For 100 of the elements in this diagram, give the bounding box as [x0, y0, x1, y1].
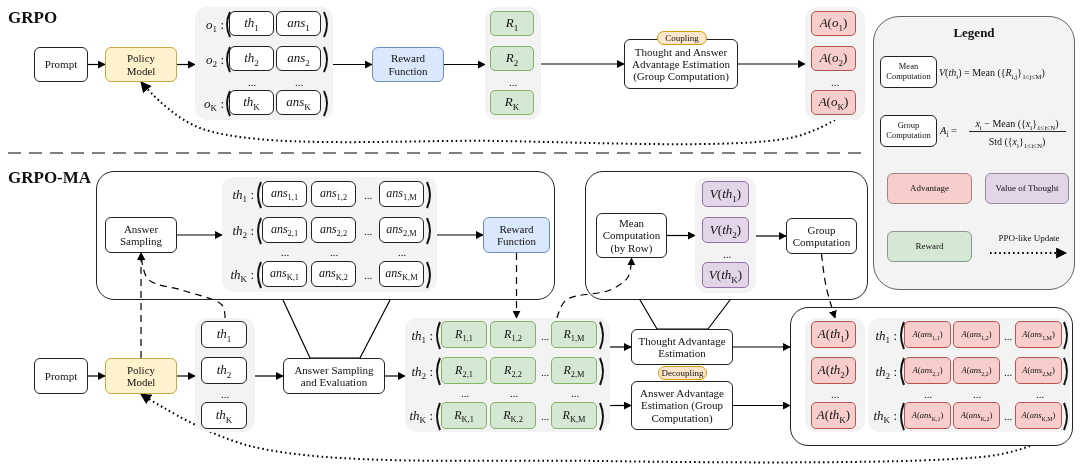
dashed-arrow [137, 252, 145, 359]
process-box: ans$_{K,M}$ [379, 261, 424, 287]
model-box: Policy Model [105, 47, 177, 82]
ellipsis: ... [220, 387, 230, 401]
process-box: Answer Advantage Estimation (Group Computation) [631, 381, 733, 430]
arrow [436, 231, 484, 239]
process-box: ans$_{1}$ [276, 11, 321, 36]
process-box: ans$_{1,1}$ [262, 181, 307, 207]
process-box: Answer Sampling and Evaluation [283, 358, 385, 394]
process-box: th$_{2}$ [229, 46, 274, 71]
row-label: th$_{K}$ : [873, 408, 897, 424]
process-box: th$_{2}$ [201, 357, 247, 384]
row-label: th$_{1}$ : [232, 187, 254, 203]
advantage-box: A(th$_{K}$) [811, 402, 856, 429]
value-box: V(th$_{1}$) [702, 181, 749, 207]
ellipsis: ... [570, 386, 580, 400]
ellipsis: ... [1035, 387, 1045, 401]
ellipsis: ... [830, 387, 840, 401]
reward-box: R$_{1,1}$ [441, 321, 487, 348]
ellipsis: ... [509, 386, 519, 400]
advantage-box: A(ans$_{K,2}$) [953, 402, 1000, 429]
process-box: ans$_{K}$ [276, 90, 321, 115]
row-label: th$_{2}$ : [875, 364, 897, 380]
dashed-arrow [556, 257, 636, 319]
ellipsis: ... [363, 224, 373, 238]
ellipsis: ... [540, 409, 550, 423]
connector-line [282, 299, 391, 359]
formula: A$_{i}$ = [940, 125, 957, 137]
tag-pill: Coupling [657, 31, 707, 45]
advantage-box: A(o$_{2}$) [811, 46, 856, 71]
process-box: th$_{K}$ [229, 90, 274, 115]
process-box: ans$_{2,1}$ [262, 217, 307, 243]
ellipsis: ... [1003, 365, 1013, 379]
row-label: th$_{K}$ : [409, 408, 433, 424]
row-label: o$_{K}$ : [204, 96, 224, 112]
value-box: V(th$_{2}$) [702, 217, 749, 243]
row-label: th$_{2}$ : [411, 364, 433, 380]
arrow [254, 372, 284, 380]
arrow [609, 343, 632, 351]
ellipsis: ... [329, 245, 339, 259]
group-panel [222, 177, 437, 292]
process-box: ans$_{2}$ [276, 46, 321, 71]
process-box: ans$_{2,M}$ [379, 217, 424, 243]
dashed-arrow [512, 252, 521, 319]
reward-box: R$_{1}$ [490, 11, 534, 36]
process-box: ans$_{K,2}$ [311, 261, 356, 287]
process-box: ans$_{K,1}$ [262, 261, 307, 287]
ellipsis: ... [294, 75, 304, 89]
advantage-box: A(o$_{1}$) [811, 11, 856, 36]
arrow [87, 372, 106, 380]
legend-swatch: Reward [887, 231, 972, 262]
reward-box: R$_{2,2}$ [490, 357, 536, 384]
legend-text: PPO-like Update [998, 234, 1060, 244]
ellipsis: ... [972, 387, 982, 401]
row-label: th$_{1}$ : [411, 328, 433, 344]
advantage-box: A(ans$_{1,1}$) [904, 321, 951, 348]
process-box: Group Computation [786, 218, 857, 254]
advantage-box: A(ans$_{K,1}$) [904, 402, 951, 429]
model-box: Policy Model [105, 358, 177, 394]
dotted-arrow [140, 393, 1031, 464]
advantage-box: A(ans$_{2,1}$) [904, 357, 951, 384]
connector-line [639, 299, 731, 330]
row-label: th$_{K}$ : [230, 267, 254, 283]
group-panel [695, 177, 756, 293]
ellipsis: ... [923, 387, 933, 401]
reward-box: R$_{1,M}$ [551, 321, 597, 348]
ellipsis: ... [540, 329, 550, 343]
process-box: Thought Advantage Estimation [631, 329, 733, 365]
arrow [540, 60, 625, 68]
dotted-arrow [140, 81, 836, 146]
legend-sample-box: Mean Computation [880, 56, 937, 88]
function-box: Reward Function [483, 217, 550, 253]
module-frame [96, 171, 555, 300]
reward-box: R$_{2,M}$ [551, 357, 597, 384]
row-label: th$_{2}$ : [232, 223, 254, 239]
dashed-arrow [820, 253, 837, 319]
row-label: o$_{1}$ : [206, 17, 224, 33]
process-box: th$_{1}$ [201, 321, 247, 348]
ellipsis: ... [1003, 409, 1013, 423]
advantage-box: A(ans$_{1,M}$) [1015, 321, 1062, 348]
ellipsis: ... [363, 188, 373, 202]
process-box: th$_{1}$ [229, 11, 274, 36]
tag-pill: Decoupling [658, 366, 707, 380]
group-panel [485, 7, 541, 120]
legend-swatch: Value of Thought [985, 173, 1069, 204]
reward-box: R$_{K,2}$ [490, 402, 536, 429]
process-box: ans$_{2,2}$ [311, 217, 356, 243]
ellipsis: ... [280, 245, 290, 259]
reward-box: R$_{K,M}$ [551, 402, 597, 429]
formula: Std ({x$_{i}$}$_{1≤i≤N}$) [988, 135, 1046, 147]
legend-swatch: Advantage [887, 173, 972, 204]
legend-sample-box: Group Computation [880, 115, 937, 147]
legend-title: Legend [953, 25, 995, 41]
ellipsis: ... [397, 245, 407, 259]
advantage-box: A(ans$_{1,2}$) [953, 321, 1000, 348]
arrow [443, 60, 486, 69]
ellipsis: ... [540, 365, 550, 379]
process-box: ans$_{1,M}$ [379, 181, 424, 207]
module-frame [585, 171, 868, 300]
reward-box: R$_{2,1}$ [441, 357, 487, 384]
